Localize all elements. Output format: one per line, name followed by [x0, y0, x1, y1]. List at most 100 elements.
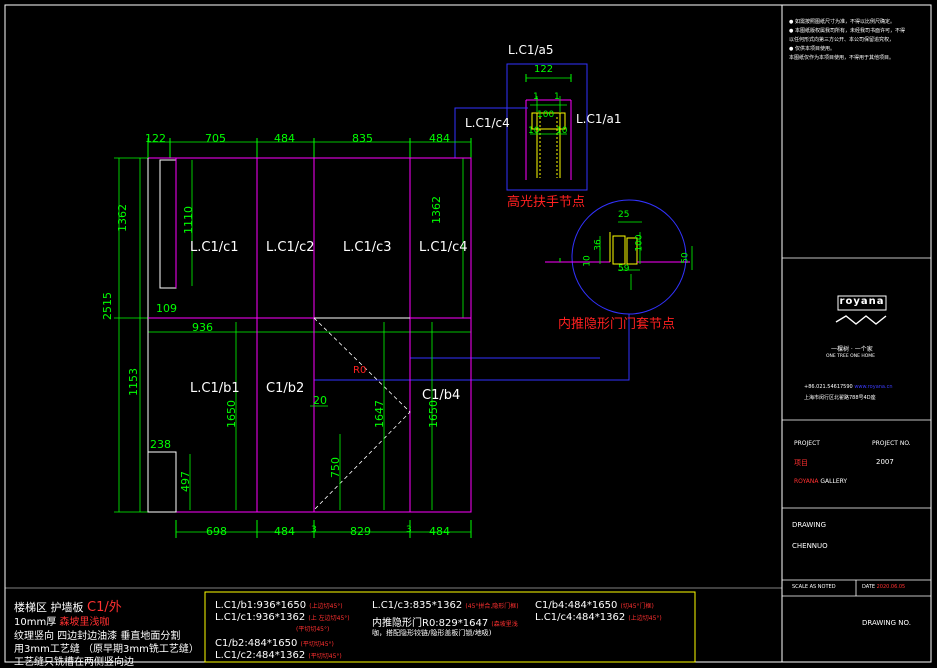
inner-dim-936: 936	[192, 321, 213, 334]
panel-b4: C1/b4	[422, 388, 461, 403]
title-block-lines	[782, 257, 931, 597]
gallery-text: GALLERY	[820, 478, 848, 485]
panel-c4: L.C1/c4	[419, 240, 468, 255]
bottom-dim-698: 698	[206, 525, 227, 538]
material-line-5: 工艺缝只铣槽在两侧竖向边	[14, 657, 134, 668]
lower-dim-1647: 1647	[373, 400, 386, 428]
top-dim-484b: 484	[429, 132, 450, 145]
circle-dim-25: 25	[618, 210, 630, 220]
note-4: ● 仅供本项目使用。	[789, 46, 835, 52]
spec-c3: L.C1/c3:835*1362 (45°拼合,隐形门框)	[372, 600, 519, 611]
circle-dim-59: 59	[618, 264, 630, 274]
spec-door: 内推隐形门R0:829*1647 (森坡里浅	[372, 618, 518, 629]
company-phone-line: +86.021.54617590 www.royana.cn	[804, 384, 893, 390]
date-line: DATE 2020.06.05	[862, 584, 905, 590]
inner-dim-238: 238	[150, 438, 171, 451]
inner-dim-109: 109	[156, 302, 177, 315]
material-name: 森坡里浅咖	[59, 617, 110, 628]
date-label: DATE	[862, 584, 876, 590]
handrail-right-label: L.C1/a1	[576, 112, 622, 126]
slogan-cn: 一棵树 · 一个家	[831, 346, 873, 353]
spec-c2: L.C1/c2:484*1362 (平切切45°)	[215, 650, 342, 661]
note-3: 以任何形式向第三方公开、本公司保留追究权，	[789, 37, 895, 43]
project-label: PROJECT	[794, 440, 820, 447]
panel-c2: L.C1/c2	[266, 240, 315, 255]
bottom-yellow-frame	[204, 591, 696, 663]
handrail-dim-1: 1	[533, 92, 539, 102]
company-address: 上海市闵行区北翟路788号4D座	[804, 395, 876, 401]
handrail-caption: 高光扶手节点	[507, 195, 586, 210]
handrail-dim-100: 100	[537, 110, 555, 120]
spec-b2: C1/b2:484*1650 (平切切45°)	[215, 638, 334, 649]
company-website[interactable]: www.royana.cn	[854, 384, 893, 390]
panel-c1: L.C1/c1	[190, 240, 239, 255]
note-2: ● 本图纸版权属我司所有，未经我司书面许可，不得	[789, 28, 905, 34]
spec-door-desc: 咖，搭配隐形铰链/隐形盖板门锁/地吸)	[372, 629, 492, 637]
bottom-dim-484b: 484	[429, 525, 450, 538]
handrail-dim-10b: 10	[556, 126, 568, 136]
elevation-plan	[114, 138, 472, 538]
circle-caption: 内推隐形门门套节点	[558, 317, 676, 332]
scale-label: SCALE AS NOTED	[792, 584, 836, 590]
material-line-4: 用3mm工艺缝 （原早期3mm铣工艺缝）	[14, 644, 199, 655]
panel-c3: L.C1/c3	[343, 240, 392, 255]
spec-b4: C1/b4:484*1650 (切45°门框)	[535, 600, 654, 611]
inner-dim-1110: 1110	[182, 206, 195, 234]
right-dim-1362: 1362	[430, 196, 443, 224]
left-dim-2515: 2515	[101, 292, 114, 320]
project-name: 项目	[794, 459, 808, 467]
handrail-detail-title: L.C1/a5	[508, 43, 554, 57]
top-dim-122: 122	[145, 132, 166, 145]
top-dim-484a: 484	[274, 132, 295, 145]
spec-c1-note: (平切切45°)	[296, 626, 330, 633]
spec-b1: L.C1/b1:936*1650 (上边切45°)	[215, 600, 343, 611]
top-dim-705: 705	[205, 132, 226, 145]
material-area-label: 楼梯区 护墙板	[14, 601, 84, 614]
material-line-3: 纹理竖向 四边封边油漆 垂直地面分割	[14, 631, 181, 642]
left-dim-1362: 1362	[116, 204, 129, 232]
handrail-left-label: L.C1/c4	[465, 116, 510, 130]
project-no: 2007	[876, 458, 894, 466]
spec-c4: L.C1/c4:484*1362 (上边切45°)	[535, 612, 662, 623]
drawing-label: DRAWING	[792, 521, 827, 529]
handrail-dim-2: 1	[554, 92, 560, 102]
material-line-2: 10mm厚 森坡里浅咖	[14, 613, 109, 628]
panel-b2: C1/b2	[266, 381, 305, 396]
material-thickness: 10mm厚	[14, 617, 57, 628]
company-phone: +86.021.54617590	[804, 384, 853, 390]
circle-dim-36: 36	[593, 239, 604, 251]
material-code: C1/外	[87, 600, 122, 615]
bottom-tick-3b: 3	[406, 525, 412, 535]
lower-dim-1650a: 1650	[225, 400, 238, 428]
note-5: 本图纸仅作为本项目使用，不得用于其他项目。	[789, 55, 895, 61]
project-no-label: PROJECT NO.	[872, 440, 911, 447]
sheet-border	[4, 4, 932, 663]
inner-dim-497: 497	[179, 471, 192, 492]
door-frame-detail	[314, 199, 693, 381]
note-1: ● 如需按照图纸尺寸为准，不得以比例尺确定。	[789, 19, 895, 25]
title-block-notes: ● 如需按照图纸尺寸为准，不得以比例尺确定。 ● 本图纸版权属我司所有，未经我司…	[789, 18, 905, 63]
bottom-tick-3a: 3	[311, 525, 317, 535]
handrail-dim-10a: 10	[528, 126, 540, 136]
spec-c1: L.C1/c1:936*1362 (上 左边切45°)	[215, 612, 350, 623]
drawing-no-label: DRAWING NO.	[862, 619, 911, 627]
gallery-line: ROYANA GALLERY	[794, 478, 847, 485]
lower-dim-20: 20	[313, 394, 327, 407]
bottom-dim-829: 829	[350, 525, 371, 538]
panel-b1: L.C1/b1	[190, 381, 240, 396]
top-dim-835: 835	[352, 132, 373, 145]
lower-dim-1650b: 1650	[427, 400, 440, 428]
circle-dim-50: 50	[680, 252, 691, 264]
circle-dim-100: 100	[634, 234, 645, 252]
handrail-detail	[454, 63, 588, 191]
material-line-1: 楼梯区 护墙板 C1/外	[14, 596, 122, 615]
drawer-name: CHENNUO	[792, 542, 828, 550]
left-dim-1153: 1153	[127, 368, 140, 396]
circle-dim-10: 10	[582, 255, 593, 267]
bottom-dim-484a: 484	[274, 525, 295, 538]
date-value: 2020.06.05	[876, 584, 906, 590]
lower-dim-750: 750	[329, 457, 342, 478]
brand-logo-text: royana	[839, 296, 885, 307]
slogan-en: ONE TREE ONE HOME	[826, 354, 876, 359]
